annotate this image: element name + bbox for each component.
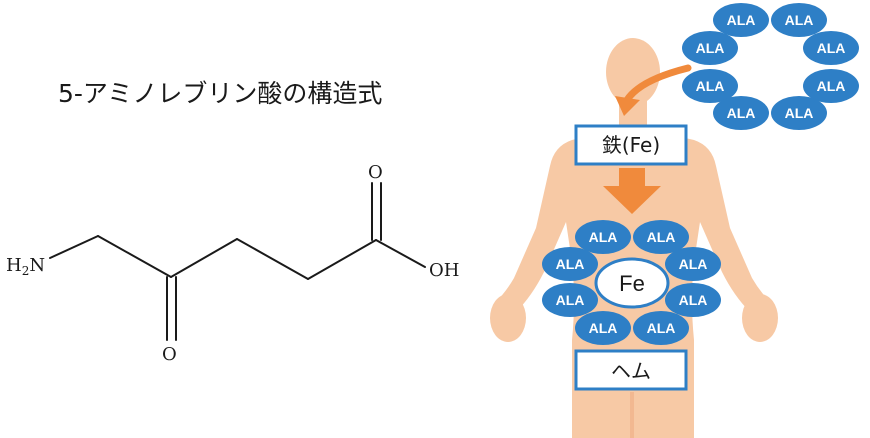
svg-text:ALA: ALA bbox=[785, 12, 814, 28]
svg-text:ALA: ALA bbox=[696, 40, 725, 56]
svg-text:鉄(Fe): 鉄(Fe) bbox=[602, 133, 660, 157]
svg-text:ALA: ALA bbox=[556, 292, 585, 308]
svg-text:ALA: ALA bbox=[679, 292, 708, 308]
svg-text:ALA: ALA bbox=[727, 105, 756, 121]
ala-ring: ALA ALA ALA ALA ALA ALA ALA ALA bbox=[682, 3, 859, 130]
uptake-arrowhead bbox=[615, 96, 640, 116]
carbonyl-oxygen: O bbox=[368, 162, 383, 183]
ala-molecule: ALA bbox=[803, 31, 859, 65]
ala-molecule: ALA bbox=[803, 69, 859, 103]
ala-molecule: ALA bbox=[682, 31, 738, 65]
ala-molecule: ALA bbox=[713, 3, 769, 37]
left-hand bbox=[490, 294, 526, 342]
ala-molecule: ALA bbox=[771, 96, 827, 130]
bond-n-c1 bbox=[49, 235, 99, 259]
page-title: 5-アミノレブリン酸の構造式 bbox=[58, 79, 383, 108]
uptake-arrow bbox=[623, 64, 692, 104]
ala-molecule: ALA bbox=[633, 220, 689, 254]
ketone-oxygen: O bbox=[162, 344, 177, 365]
ala-molecule: ALA bbox=[542, 247, 598, 281]
ala-molecule: ALA bbox=[682, 69, 738, 103]
right-hand bbox=[742, 294, 778, 342]
svg-text:ALA: ALA bbox=[817, 78, 846, 94]
svg-text:Fe: Fe bbox=[619, 271, 645, 296]
svg-text:ALA: ALA bbox=[647, 229, 676, 245]
hydroxyl-group: OH bbox=[429, 260, 459, 281]
bond-c5-oh bbox=[375, 239, 426, 268]
svg-text:ALA: ALA bbox=[647, 320, 676, 336]
ala-molecule: ALA bbox=[542, 283, 598, 317]
ala-molecule: ALA bbox=[771, 3, 827, 37]
svg-text:ALA: ALA bbox=[785, 105, 814, 121]
body-head bbox=[606, 38, 660, 106]
svg-text:ALA: ALA bbox=[727, 12, 756, 28]
svg-text:ALA: ALA bbox=[589, 229, 618, 245]
heme-cluster: ALA ALA ALA ALA ALA ALA ALA ALA Fe bbox=[542, 220, 721, 345]
svg-text:ALA: ALA bbox=[679, 256, 708, 272]
down-arrow-shaft bbox=[619, 168, 645, 186]
svg-text:ALA: ALA bbox=[696, 78, 725, 94]
iron-center: Fe bbox=[594, 257, 670, 309]
ala-molecule: ALA bbox=[665, 247, 721, 281]
svg-text:ALA: ALA bbox=[817, 40, 846, 56]
ala-molecule: ALA bbox=[575, 220, 631, 254]
bond-c3-c4 bbox=[236, 238, 309, 280]
ala-molecule: ALA bbox=[713, 96, 769, 130]
heme-box: ヘム bbox=[574, 349, 688, 391]
ala-molecule: ALA bbox=[575, 311, 631, 345]
iron-box: 鉄(Fe) bbox=[574, 124, 688, 166]
bond-c4-c5 bbox=[307, 239, 377, 280]
amine-group: H2N bbox=[6, 255, 45, 278]
svg-text:ヘム: ヘム bbox=[611, 359, 651, 383]
bond-c2-c3 bbox=[170, 238, 238, 278]
svg-text:ALA: ALA bbox=[556, 256, 585, 272]
leg-gap bbox=[630, 392, 634, 438]
bond-c1-c2 bbox=[97, 235, 172, 278]
ala-molecule: ALA bbox=[633, 311, 689, 345]
ala-molecule: ALA bbox=[665, 283, 721, 317]
down-arrow-head bbox=[603, 186, 661, 214]
svg-text:ALA: ALA bbox=[589, 320, 618, 336]
structural-formula bbox=[49, 182, 426, 341]
